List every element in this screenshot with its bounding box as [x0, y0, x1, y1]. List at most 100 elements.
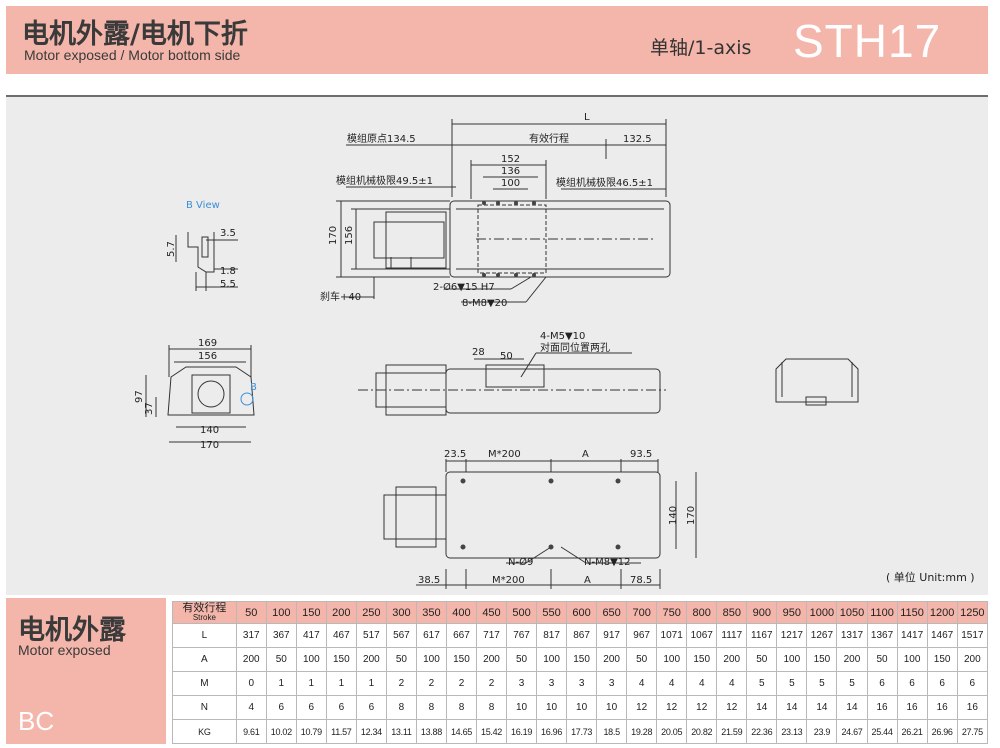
table-cell: 10.02: [265, 719, 297, 744]
b-view-title: B View: [186, 200, 220, 211]
table-cell: 200: [475, 647, 508, 672]
table-cell: 16: [956, 695, 989, 720]
spec-side-panel: 电机外露 Motor exposed BC: [6, 598, 166, 744]
table-cell: 467: [325, 623, 357, 648]
stroke-cell: 250: [355, 601, 387, 624]
spec-table: 有效行程 Stroke 50 100 150 200 250 300 350 4…: [172, 601, 989, 744]
table-cell: 14.65: [445, 719, 477, 744]
side-holes-note: 对面同位置两孔: [540, 341, 610, 354]
table-cell: 25.44: [866, 719, 898, 744]
stroke-cell: 750: [656, 601, 688, 624]
bottom-view-holes: [460, 478, 621, 550]
table-cell: 2: [385, 671, 417, 696]
side-holes: 4-M5▼10: [540, 331, 585, 342]
table-cell: 26.96: [926, 719, 958, 744]
unit-note: ( 单位 Unit:mm ): [886, 571, 975, 584]
table-cell: 200: [235, 647, 267, 672]
table-cell: 100: [536, 647, 568, 672]
table-cell: 150: [926, 647, 958, 672]
table-cell: 150: [806, 647, 838, 672]
stroke-cell: 1050: [836, 601, 868, 624]
dim-136: 136: [501, 166, 520, 177]
table-cell: 3: [536, 671, 568, 696]
table-cell: 2: [415, 671, 447, 696]
hole-pin-note: 2-Ø6▼15 H7: [433, 281, 495, 293]
axis-label: 单轴/1-axis: [650, 37, 752, 59]
technical-drawing-area: L 模组原点134.5 有效行程 132.5 152 136 100 模组机械极…: [6, 95, 988, 595]
table-cell: 16: [926, 695, 958, 720]
stroke-cell: 50: [235, 601, 267, 624]
technical-drawing: L 模组原点134.5 有效行程 132.5 152 136 100 模组机械极…: [134, 112, 859, 589]
table-cell: 100: [295, 647, 327, 672]
table-cell: 567: [385, 623, 417, 648]
stroke-cell: 1000: [806, 601, 838, 624]
table-cell: 20.05: [656, 719, 688, 744]
table-cell: 50: [746, 647, 778, 672]
table-cell: 6: [866, 671, 898, 696]
table-cell: 317: [235, 623, 267, 648]
side-dim-50: 50: [500, 351, 513, 362]
table-cell: 10: [506, 695, 538, 720]
table-cell: 6: [265, 695, 297, 720]
rear-view: [775, 358, 859, 406]
stroke-head-en: Stroke: [192, 612, 216, 622]
table-cell: 767: [506, 623, 538, 648]
table-cell: 12: [626, 695, 658, 720]
table-cell: 13.88: [415, 719, 447, 744]
spec-row-KG: KG 9.61 10.02 10.79 11.57 12.34 13.11 13…: [172, 719, 989, 744]
stroke-cell: 100: [265, 601, 297, 624]
table-cell: 200: [355, 647, 387, 672]
table-cell: 917: [596, 623, 628, 648]
table-cell: 12: [716, 695, 748, 720]
table-cell: 50: [506, 647, 538, 672]
bottom-dim-h170: 170: [686, 506, 697, 525]
table-cell: 20.82: [686, 719, 718, 744]
dim-100: 100: [501, 178, 520, 189]
stroke-cell: 400: [445, 601, 477, 624]
b-view: [175, 232, 238, 291]
table-cell: 200: [956, 647, 989, 672]
table-cell: 10.79: [295, 719, 327, 744]
table-cell: 50: [626, 647, 658, 672]
table-cell: 100: [896, 647, 928, 672]
bottom-dim-m200-top: M*200: [488, 449, 521, 460]
table-cell: 1367: [866, 623, 898, 648]
table-cell: 867: [566, 623, 598, 648]
table-cell: 12: [686, 695, 718, 720]
stroke-cell: 150: [295, 601, 327, 624]
spec-section: 电机外露 Motor exposed BC 有效行程 Stroke 50 100…: [6, 598, 989, 746]
stroke-cell: 850: [716, 601, 748, 624]
bottom-nm8: N-M8▼12: [584, 557, 631, 568]
bottom-dim-935: 93.5: [630, 449, 652, 460]
side-dim-28: 28: [472, 347, 485, 358]
table-cell: 1417: [896, 623, 928, 648]
table-cell: 24.67: [836, 719, 868, 744]
table-cell: 150: [566, 647, 598, 672]
b-dim-57: 5.7: [166, 241, 177, 257]
table-cell: 18.5: [596, 719, 628, 744]
table-cell: 16.19: [506, 719, 538, 744]
table-cell: 50: [385, 647, 417, 672]
table-cell: 1: [265, 671, 297, 696]
spec-title-en: Motor exposed: [18, 642, 111, 658]
mech-limit-right: 模组机械极限46.5±1: [556, 176, 653, 189]
spec-row-A: A 200 50 100 150 200 50 100 150 200 50 1…: [172, 647, 989, 672]
table-cell: 5: [776, 671, 808, 696]
bottom-n-hole: N-Ø9: [508, 556, 533, 568]
stroke-cell: 600: [566, 601, 598, 624]
table-cell: 6: [355, 695, 387, 720]
table-cell: 200: [596, 647, 628, 672]
table-cell: 5: [746, 671, 778, 696]
table-cell: 4: [686, 671, 718, 696]
dim-h156: 156: [344, 226, 355, 245]
table-cell: 100: [656, 647, 688, 672]
table-cell: 14: [836, 695, 868, 720]
table-cell: 3: [566, 671, 598, 696]
table-cell: 1517: [956, 623, 989, 648]
stroke-cell: 350: [415, 601, 447, 624]
row-head: M: [172, 671, 237, 696]
table-cell: 6: [295, 695, 327, 720]
table-cell: 4: [656, 671, 688, 696]
dim-h170: 170: [328, 226, 339, 245]
stroke-cell: 950: [776, 601, 808, 624]
